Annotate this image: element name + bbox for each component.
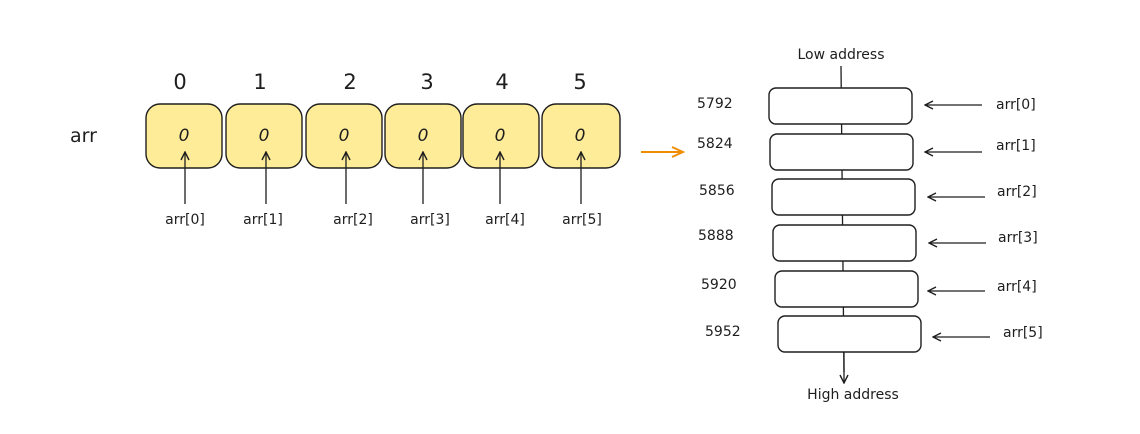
memory-row: 5856 arr[2] xyxy=(699,178,1037,216)
array-cell: 2 0 arr[2] xyxy=(305,70,383,228)
memory-slot xyxy=(777,315,922,353)
memory-address: 5920 xyxy=(701,277,737,293)
array-cell-label: arr[5] xyxy=(562,212,602,228)
array-cell-value: 0 xyxy=(495,126,506,146)
memory-slot xyxy=(768,87,913,125)
memory-slot xyxy=(771,178,916,216)
array-index: 0 xyxy=(173,70,186,94)
low-address-label: Low address xyxy=(797,47,884,63)
array-cell-box xyxy=(225,103,303,169)
memory-address: 5824 xyxy=(697,136,733,152)
memory-address: 5888 xyxy=(698,228,734,244)
memory-label: arr[0] xyxy=(996,97,1036,113)
array-cells: 0 0 arr[0] 1 0 arr[1] 2 0 arr[2] 3 0 xyxy=(145,70,621,228)
array-index: 3 xyxy=(420,70,433,94)
memory-label: arr[1] xyxy=(996,138,1036,154)
array-cell-value: 0 xyxy=(418,126,429,146)
memory-label: arr[3] xyxy=(998,230,1038,246)
memory-label: arr[2] xyxy=(997,184,1037,200)
array-index: 1 xyxy=(253,70,266,94)
memory-address: 5856 xyxy=(699,183,735,199)
memory-row: 5888 arr[3] xyxy=(698,224,1038,262)
memory-label: arr[5] xyxy=(1003,325,1043,341)
array-cell-value: 0 xyxy=(575,126,586,146)
array-cell-label: arr[2] xyxy=(333,212,373,228)
memory-slot xyxy=(772,224,917,262)
array-index: 2 xyxy=(343,70,356,94)
array-cell-value: 0 xyxy=(179,126,190,146)
array-cell: 4 0 arr[4] xyxy=(462,70,540,228)
memory-address: 5952 xyxy=(705,324,741,340)
memory-slot xyxy=(774,270,919,308)
memory-slot xyxy=(769,133,914,171)
array-cell: 3 0 arr[3] xyxy=(384,70,462,228)
array-cell-label: arr[3] xyxy=(410,212,450,228)
array-cell-value: 0 xyxy=(259,126,270,146)
memory-row: 5952 arr[5] xyxy=(705,315,1043,353)
array-name: arr xyxy=(70,125,97,147)
array-cell-label: arr[0] xyxy=(165,212,205,228)
array-cell-box xyxy=(462,103,540,169)
memory-view: Low address High address 5792 arr[0] 582… xyxy=(697,47,1043,403)
array-index: 4 xyxy=(495,70,508,94)
array-cell: 0 0 arr[0] xyxy=(145,70,223,228)
memory-row: 5824 arr[1] xyxy=(697,133,1036,171)
array-index: 5 xyxy=(573,70,586,94)
high-address-label: High address xyxy=(807,387,899,403)
memory-label: arr[4] xyxy=(997,279,1037,295)
array-cell-box xyxy=(145,103,223,169)
array-cell-label: arr[4] xyxy=(485,212,525,228)
array-cell-value: 0 xyxy=(339,126,350,146)
array-cell: 1 0 arr[1] xyxy=(225,70,303,228)
memory-address: 5792 xyxy=(697,96,733,112)
memory-row: 5792 arr[0] xyxy=(697,87,1036,125)
array-cell: 5 0 arr[5] xyxy=(541,70,621,228)
array-cell-label: arr[1] xyxy=(243,212,283,228)
memory-row: 5920 arr[4] xyxy=(701,270,1037,308)
array-cell-box xyxy=(305,103,383,169)
